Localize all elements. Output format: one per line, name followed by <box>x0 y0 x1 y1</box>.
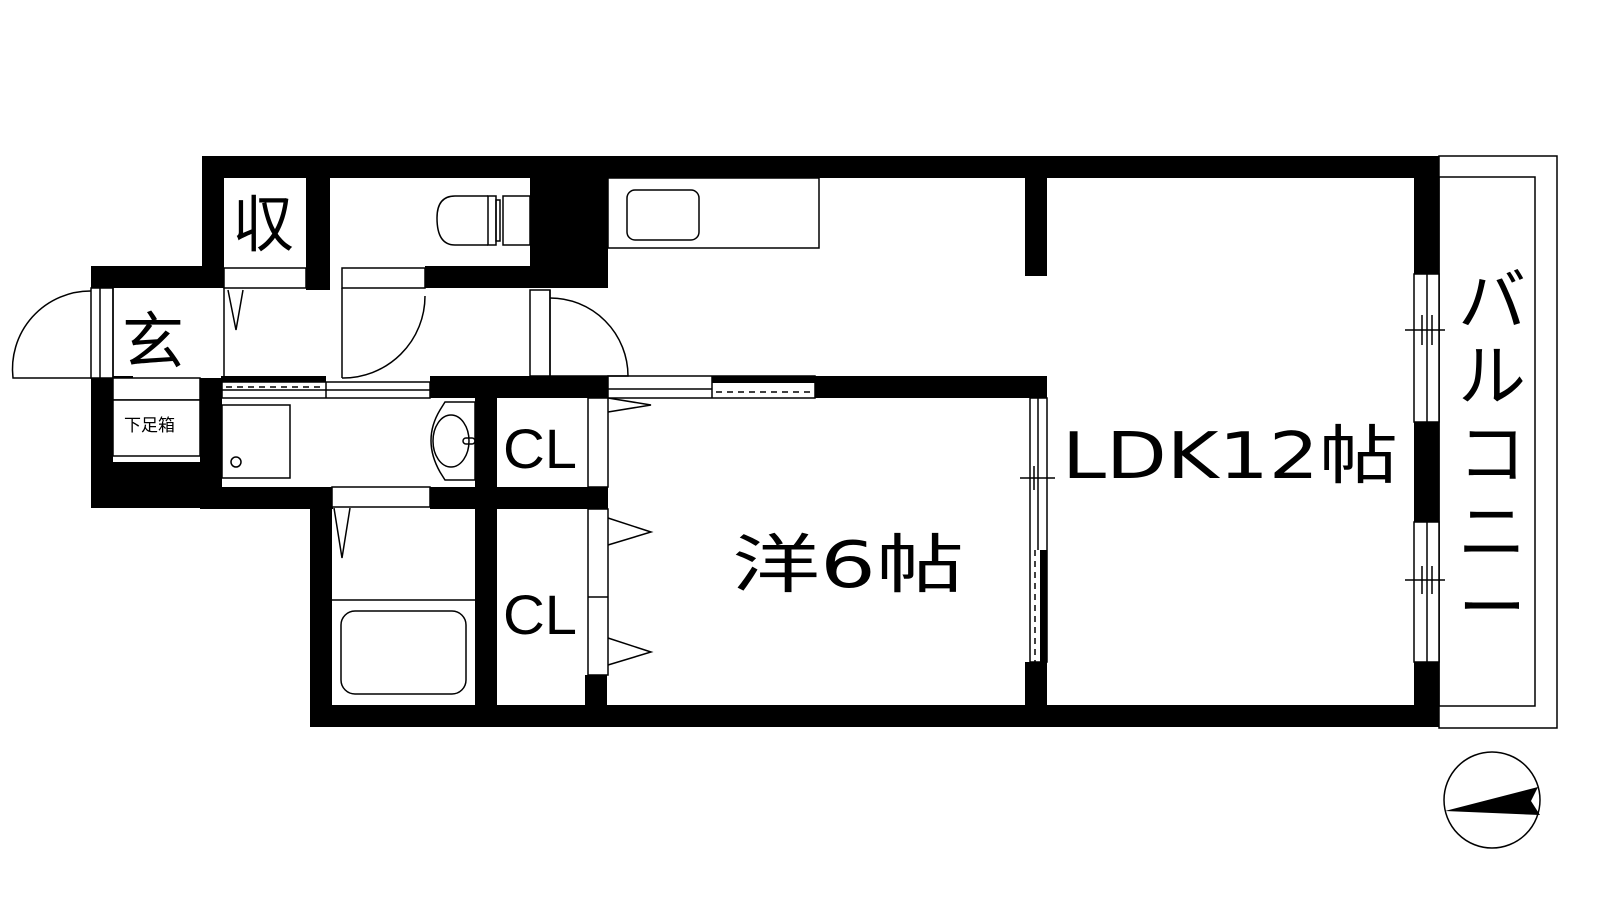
toilet-door[interactable] <box>341 267 426 379</box>
washbasin <box>430 401 476 481</box>
bathtub <box>332 599 475 695</box>
bathroom-door[interactable] <box>331 486 431 559</box>
balcony <box>1438 155 1558 729</box>
sliding-door-washroom[interactable] <box>221 381 431 399</box>
kitchen-counter <box>607 177 820 249</box>
closet-doors-top[interactable] <box>587 397 652 488</box>
shoe-box-label: 下足箱 <box>124 416 175 436</box>
western-room-label: 洋6帖 <box>732 529 964 603</box>
bathtub-icon <box>340 610 467 695</box>
sliding-door-western-ldk[interactable] <box>1020 397 1055 663</box>
balcony-char-1: バ <box>1458 263 1526 342</box>
closet-top-label: CL <box>503 417 577 480</box>
drain-icon <box>230 456 242 468</box>
ldk-label: LDK12帖 <box>1062 420 1398 494</box>
balcony-char-2: ル <box>1458 338 1526 417</box>
balcony-char-3: コ <box>1458 416 1526 495</box>
entrance-label: 玄 <box>122 305 184 378</box>
kitchen-sink-icon <box>626 189 700 241</box>
washing-machine-pan <box>221 404 291 479</box>
walls <box>91 156 1439 727</box>
closet-bottom-label: CL <box>503 583 577 646</box>
shoe-box <box>112 399 201 457</box>
ldk-door[interactable] <box>529 289 629 378</box>
closet-doors-bottom[interactable] <box>587 508 654 676</box>
storage-door[interactable] <box>223 267 307 378</box>
compass-north-arrow-icon <box>1443 751 1541 849</box>
balcony-label: バ ル コ ニ ー <box>1458 263 1526 649</box>
balcony-char-5: ー <box>1458 570 1526 649</box>
window-ldk-lower <box>1405 521 1445 663</box>
entrance-door[interactable] <box>11 287 114 379</box>
toilet-fixture <box>436 195 531 246</box>
sliding-door-western-top[interactable] <box>607 375 816 399</box>
storage-label: 収 <box>232 188 294 261</box>
window-ldk-upper <box>1405 273 1445 423</box>
entrance-step <box>112 377 201 401</box>
balcony-char-4: ニ <box>1458 494 1526 573</box>
